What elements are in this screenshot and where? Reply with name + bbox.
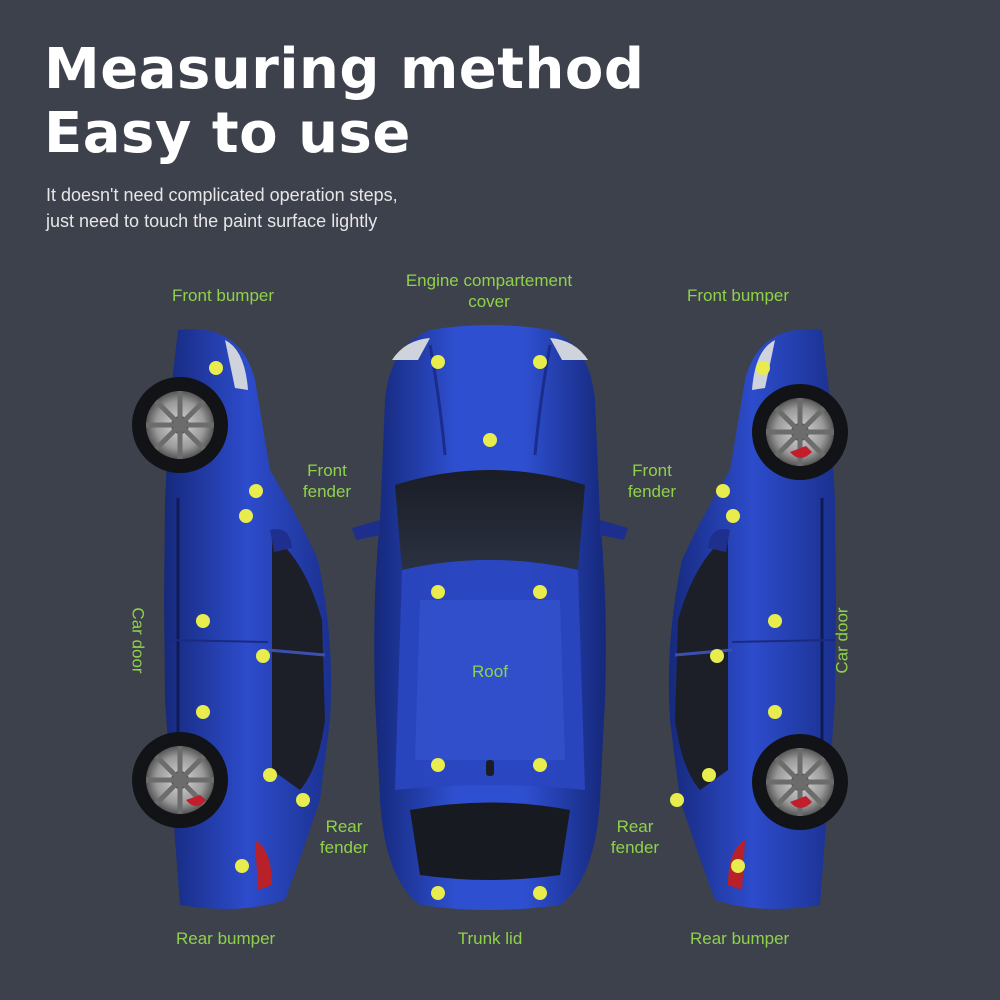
label-rear-fender-left: Rear fender [299, 816, 389, 858]
right-car-rear-wheel [752, 734, 848, 830]
subtitle-line-1: It doesn't need complicated operation st… [46, 185, 398, 205]
measure-point [431, 585, 445, 599]
left-car-front-wheel [132, 377, 228, 473]
measuring-points [196, 355, 782, 900]
measure-point [196, 705, 210, 719]
measure-point [235, 859, 249, 873]
measure-point [768, 614, 782, 628]
label-front-fender-left-line-1: Front [307, 461, 347, 480]
measure-point [296, 793, 310, 807]
label-engine-cover: Engine compartement cover [389, 270, 589, 312]
label-front-fender-right: Front fender [607, 460, 697, 502]
label-engine-cover-line-2: cover [468, 292, 510, 311]
right-side-car [668, 329, 848, 910]
label-front-fender-right-line-2: fender [627, 482, 677, 501]
label-front-fender-right-line-1: Front [632, 461, 672, 480]
measure-point [726, 509, 740, 523]
label-trunk-lid: Trunk lid [457, 929, 523, 948]
label-rear-fender-right: Rear fender [590, 816, 680, 858]
top-view-car [352, 325, 628, 910]
measure-point [731, 859, 745, 873]
label-rear-fender-right-line-1: Rear [616, 817, 654, 836]
label-car-door-right: Car door [832, 607, 852, 674]
label-rear-fender-right-line-2: fender [610, 838, 660, 857]
measure-point [431, 355, 445, 369]
measure-point [670, 793, 684, 807]
measure-point [710, 649, 724, 663]
measure-point [239, 509, 253, 523]
label-rear-bumper-right: Rear bumper [690, 929, 790, 948]
label-engine-cover-line-1: Engine compartement [405, 271, 573, 290]
measure-point [249, 484, 263, 498]
subtitle-line-2: just need to touch the paint surface lig… [46, 211, 378, 231]
measure-point [533, 355, 547, 369]
left-side-car [132, 329, 332, 910]
measure-point [209, 361, 223, 375]
measure-point [431, 886, 445, 900]
measure-point [702, 768, 716, 782]
label-front-bumper-left: Front bumper [172, 286, 275, 305]
page-title: Measuring method Easy to use [44, 38, 644, 166]
measure-point [263, 768, 277, 782]
measure-point [431, 758, 445, 772]
measure-point [196, 614, 210, 628]
label-front-bumper-right: Front bumper [687, 286, 790, 305]
measure-point [533, 886, 547, 900]
left-car-rear-wheel [132, 732, 228, 828]
measure-point [533, 585, 547, 599]
subtitle: It doesn't need complicated operation st… [46, 182, 398, 234]
measure-point [756, 361, 770, 375]
label-car-door-left: Car door [128, 607, 148, 674]
label-front-fender-left-line-2: fender [302, 482, 352, 501]
label-rear-bumper-left: Rear bumper [176, 929, 276, 948]
measure-point [716, 484, 730, 498]
measure-point [483, 433, 497, 447]
measure-point [256, 649, 270, 663]
measure-point [533, 758, 547, 772]
title-line-2: Easy to use [44, 101, 411, 166]
label-front-fender-left: Front fender [282, 460, 372, 502]
right-car-front-wheel [752, 384, 848, 480]
label-roof: Roof [472, 662, 508, 681]
title-line-1: Measuring method [44, 37, 645, 102]
measure-point [768, 705, 782, 719]
label-rear-fender-left-line-1: Rear [325, 817, 363, 836]
label-rear-fender-left-line-2: fender [319, 838, 369, 857]
